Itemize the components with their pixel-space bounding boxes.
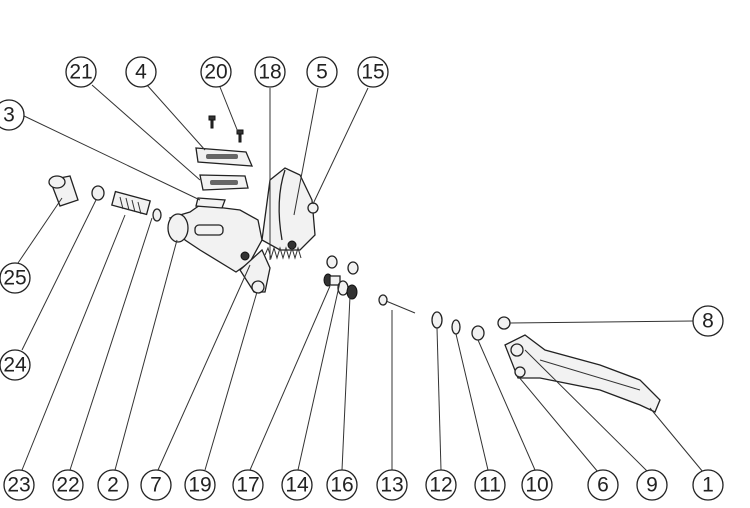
callout-11: 11 [474,469,506,501]
part-12-washer [431,311,443,329]
parts [48,115,661,413]
callout-label: 16 [330,474,353,497]
part-22-adjuster [111,190,151,216]
part-25-end-cap [48,175,79,207]
callout-label: 18 [258,61,281,84]
callout-label: 14 [285,474,309,497]
callout-17: 17 [232,469,264,501]
callout-label: 21 [69,61,92,84]
part-24-bushing [91,185,105,201]
callout-1: 1 [692,469,724,501]
part-20-screws [208,115,244,143]
callout-label: 1 [702,474,714,497]
callout-label: 9 [646,474,658,497]
callout-25: 25 [0,262,31,294]
part-10-bushing [471,325,485,341]
part-11-clip [451,319,461,335]
part-14-piston [323,273,341,287]
callout-20: 20 [200,56,232,88]
callout-label: 24 [3,354,27,377]
callout-13: 13 [376,469,408,501]
part-2-master-cylinder-body [167,204,271,294]
callout-23: 23 [3,469,35,501]
part-17-bushing [326,255,338,269]
part-3-gasket [195,197,226,209]
callout-22: 22 [52,469,84,501]
callout-label: 7 [150,474,162,497]
callout-label: 17 [236,474,259,497]
callout-label: 20 [204,61,227,84]
callout-6: 6 [587,469,619,501]
callout-label: 8 [702,310,714,333]
callout-label: 12 [429,474,452,497]
callout-label: 5 [316,61,328,84]
part-5-clamp [261,167,319,251]
part-bushing [347,261,359,275]
part-13-pivot-bolt [378,294,416,314]
callout-4: 4 [125,56,157,88]
callout-3: 3 [0,99,25,131]
callout-label: 3 [3,104,15,127]
part-18-spring [264,246,302,260]
callouts: 21 4 20 18 5 15 3 25 24 8 23 22 2 7 19 1… [0,56,724,501]
callout-label: 19 [188,474,211,497]
part-23-o-ring [152,208,162,222]
callout-label: 25 [3,267,26,290]
callout-24: 24 [0,349,31,381]
callout-label: 15 [361,61,384,84]
callout-9: 9 [636,469,668,501]
callout-label: 13 [380,474,403,497]
callout-14: 14 [281,469,313,501]
part-21-diaphragm [199,174,249,191]
callout-label: 23 [7,474,30,497]
callout-label: 10 [525,474,548,497]
callout-15: 15 [357,56,389,88]
callout-16: 16 [326,469,358,501]
callout-label: 6 [597,474,609,497]
part-4-cover [195,147,254,167]
callout-19: 19 [184,469,216,501]
part-16-piston-seal [337,280,358,300]
callout-label: 22 [56,474,79,497]
callout-7: 7 [140,469,172,501]
callout-10: 10 [521,469,553,501]
callout-21: 21 [65,56,97,88]
callout-18: 18 [254,56,286,88]
part-1-lever-blade [504,334,661,413]
callout-8: 8 [692,305,724,337]
leader-lines [17,84,704,473]
callout-5: 5 [306,56,338,88]
callout-label: 2 [107,474,119,497]
callout-12: 12 [425,469,457,501]
callout-2: 2 [97,469,129,501]
part-8-bushing [497,316,511,330]
callout-label: 4 [135,61,147,84]
callout-label: 11 [479,474,501,497]
